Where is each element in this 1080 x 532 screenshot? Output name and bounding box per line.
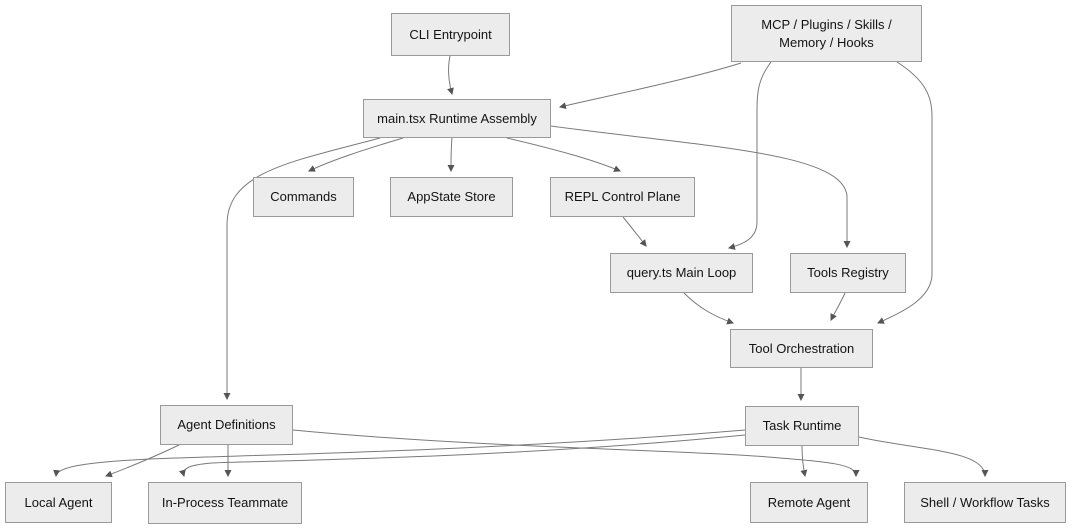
node-label: REPL Control Plane [564, 189, 681, 204]
node-label: Remote Agent [767, 494, 851, 510]
node-remoteagent: Remote Agent [750, 482, 868, 523]
node-label: Agent Definitions [177, 417, 276, 432]
node-label: Shell / Workflow Tasks [920, 494, 1050, 510]
edge-main-to-toolsreg [550, 125, 851, 249]
node-shell: Shell / Workflow Tasks [904, 482, 1066, 523]
node-label-line: MCP / Plugins / Skills / [761, 16, 892, 32]
node-label: CLI Entrypoint [409, 26, 492, 42]
node-commands: Commands [253, 177, 354, 217]
edge-main-to-appstate [447, 137, 455, 173]
node-appstate: AppState Store [390, 177, 513, 217]
edge-toolsreg-to-toolorch [830, 292, 846, 321]
edge-query-to-toolorch [683, 292, 734, 325]
node-label: Tool Orchestration [748, 340, 855, 356]
node-label-line: Memory / Hooks [779, 34, 874, 50]
edge-taskruntime-to-localagent [53, 429, 746, 478]
edge-taskruntime-to-inprocess [179, 434, 746, 478]
node-label: query.ts Main Loop [626, 265, 737, 280]
edge-agentdefs-to-remoteagent [292, 429, 860, 478]
node-label: AppState Store [407, 189, 496, 204]
edge-taskruntime-to-remoteagent [800, 445, 808, 478]
node-inprocess: In-Process Teammate [148, 482, 302, 524]
node-taskruntime: Task Runtime [745, 406, 859, 446]
node-label: Tools Registry [807, 265, 889, 280]
edge-repl-to-query [622, 216, 647, 247]
node-toolsreg: Tools Registry [790, 253, 906, 293]
node-toolorch: Tool Orchestration [730, 329, 873, 368]
node-label: Task Runtime [762, 418, 842, 433]
edge-mcp-to-query [727, 61, 772, 250]
node-repl: REPL Control Plane [550, 177, 695, 217]
edge-mcp-to-main [558, 62, 742, 110]
node-agentdefs: Agent Definitions [160, 405, 293, 445]
edge-main-to-commands [308, 137, 404, 172]
node-cli: CLI Entrypoint [391, 13, 510, 56]
edge-main-to-agentdefs [223, 137, 381, 401]
edge-taskruntime-to-shell [858, 436, 989, 478]
edge-cli-to-main [447, 55, 454, 96]
node-label: Local Agent [24, 494, 93, 510]
node-query: query.ts Main Loop [610, 253, 753, 293]
node-label: Commands [270, 189, 337, 204]
edge-agentdefs-to-localagent [105, 444, 180, 478]
node-label: In-Process Teammate [161, 495, 289, 510]
node-main: main.tsx Runtime Assembly [363, 99, 551, 138]
node-localagent: Local Agent [5, 482, 112, 523]
node-label: main.tsx Runtime Assembly [377, 110, 537, 126]
edge-main-to-repl [506, 137, 621, 172]
edge-mcp-to-toolorch [877, 61, 933, 324]
node-mcp: MCP / Plugins / Skills / Memory / Hooks [731, 5, 922, 62]
